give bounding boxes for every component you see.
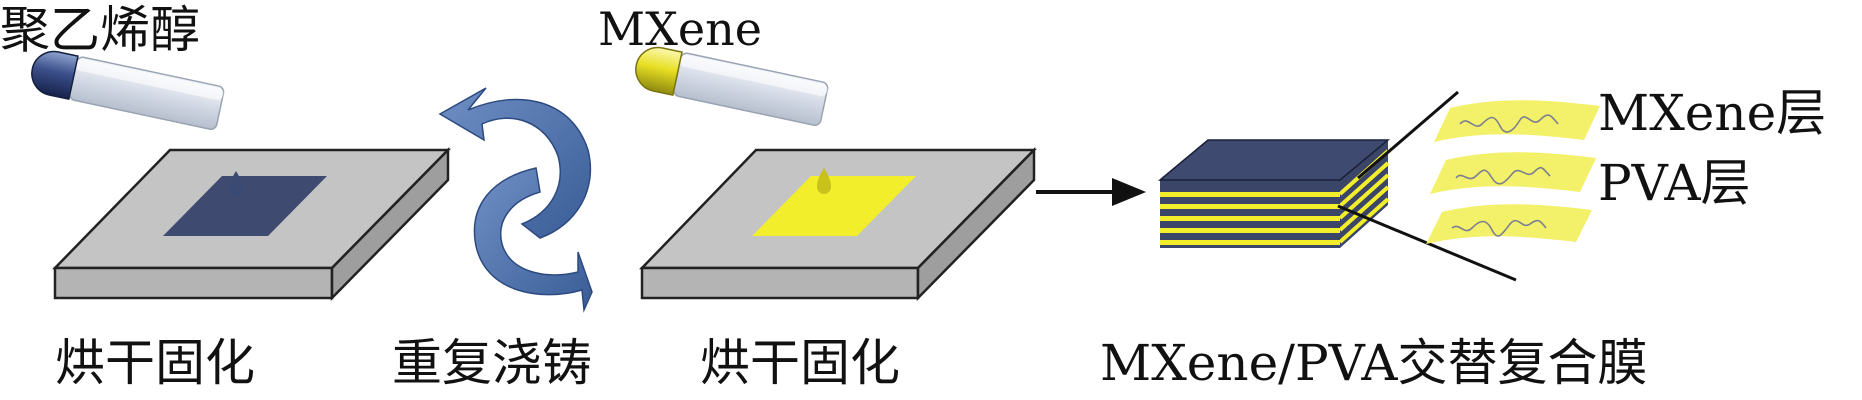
substrate-right xyxy=(639,146,1037,302)
pva-layer-patch xyxy=(163,176,327,236)
label-composite-film: MXene/PVA交替复合膜 xyxy=(1100,334,1648,392)
drop-icon xyxy=(817,168,831,194)
label-cure-right: 烘干固化 xyxy=(700,334,900,392)
vial-icon xyxy=(635,46,829,126)
label-repeat-casting: 重复浇铸 xyxy=(392,334,592,392)
label-pva-layer: PVA层 xyxy=(1598,154,1751,212)
vial-icon xyxy=(31,50,225,130)
polymer-chain-icon xyxy=(1451,114,1559,237)
composite-film-stack xyxy=(1157,139,1391,248)
label-mxene-solution: MXene xyxy=(598,2,762,56)
drop-icon xyxy=(229,171,243,197)
cycle-arrows-icon xyxy=(438,87,593,313)
callout-line-top xyxy=(1357,90,1459,180)
mxene-layer-patch xyxy=(752,176,916,236)
label-mxene-layer: MXene层 xyxy=(1598,84,1827,142)
label-cure-left: 烘干固化 xyxy=(55,334,255,392)
label-pva-solution: 聚乙烯醇 xyxy=(0,1,200,59)
arrow-right-icon xyxy=(1036,178,1146,206)
